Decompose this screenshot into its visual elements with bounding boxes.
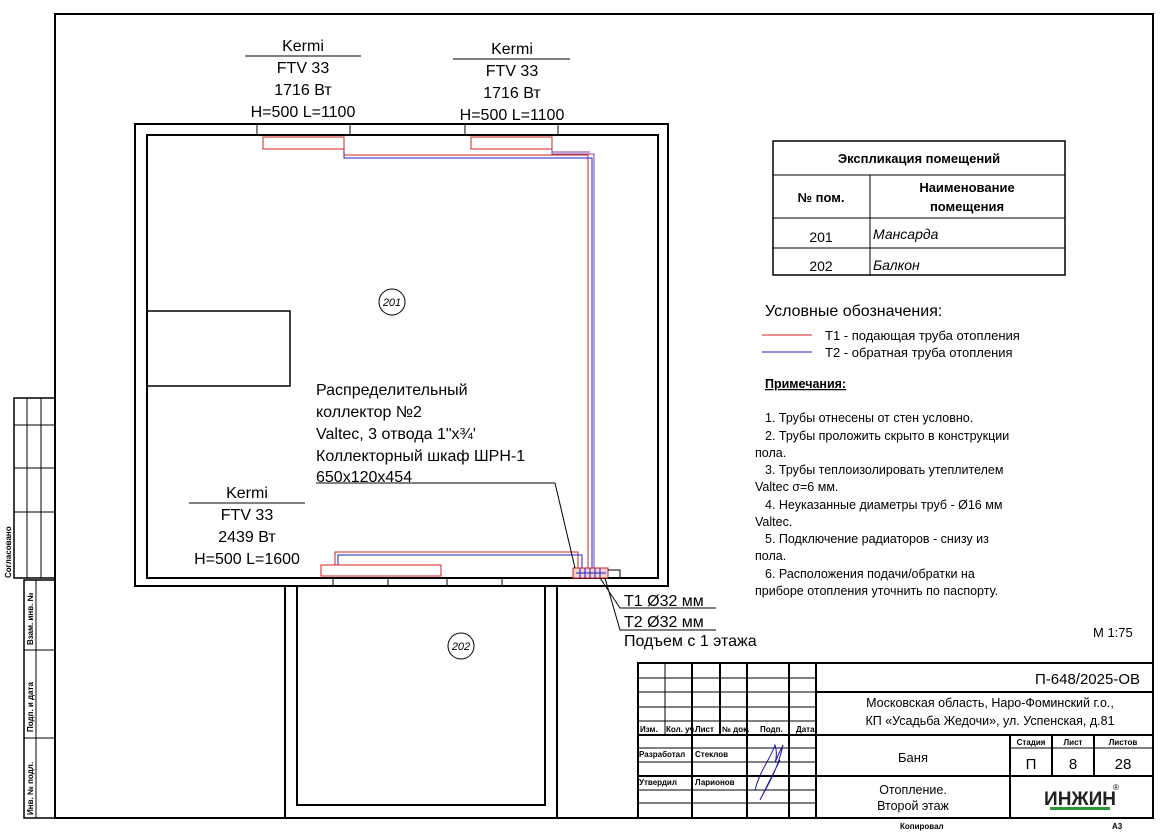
svg-text:Отопление.: Отопление. (879, 783, 947, 797)
svg-text:коллектор №2: коллектор №2 (316, 404, 422, 421)
svg-text:1716 Вт: 1716 Вт (274, 82, 332, 99)
svg-text:пола.: пола. (755, 549, 786, 563)
radiator-1 (262, 136, 345, 150)
svg-text:4. Неуказанные диаметры тр: 4. Неуказанные диаметры труб - Ø16 мм (765, 498, 1002, 512)
scale: М 1:75 (1093, 625, 1133, 640)
svg-text:Valtec, 3 отвода 1"х¾': Valtec, 3 отвода 1"х¾' (316, 426, 476, 443)
svg-text:Kermi: Kermi (282, 38, 324, 55)
radiator-2 (470, 136, 553, 150)
svg-text:помещения: помещения (930, 199, 1004, 214)
svg-text:А3: А3 (1112, 822, 1123, 831)
svg-text:5. Подключение радиаторов: 5. Подключение радиаторов - снизу из (765, 532, 989, 546)
side-agreed: Согласовано (4, 526, 13, 578)
row-name: Балкон (873, 257, 920, 273)
svg-text:Подп.: Подп. (760, 725, 783, 734)
svg-text:Утвердил: Утвердил (639, 778, 677, 787)
row-name: Мансарда (873, 226, 939, 242)
radiator-3 (320, 564, 442, 577)
legend-t1: T1 - подающая труба отопления (825, 328, 1020, 343)
svg-text:Дата: Дата (796, 725, 815, 734)
svg-text:приборе отопления уточнить по: приборе отопления уточнить по паспорту. (755, 584, 998, 598)
side-sign-date: Подп. и дата (26, 682, 35, 732)
svg-text:T2 Ø32 мм: T2 Ø32 мм (624, 614, 704, 631)
radiator-label-1: Kermi FTV 33 1716 Вт H=500 L=1100 (245, 38, 361, 121)
svg-text:Кол. уч.: Кол. уч. (666, 725, 696, 734)
svg-text:Kermi: Kermi (226, 485, 268, 502)
side-inv-repl: Взам. инв. № (26, 592, 35, 645)
title-block: Изм. Кол. уч. Лист № док. Подп. Дата Раз… (637, 662, 1154, 831)
row-num: 202 (809, 258, 833, 274)
notes: Примечания: 1. Трубы отнесены от стен ус… (755, 377, 1009, 598)
side-inv-orig: Инв. № подл. (26, 762, 35, 815)
svg-text:3. Трубы теплоизолировать: 3. Трубы теплоизолировать утеплителем (765, 463, 1003, 477)
svg-text:1. Трубы отнесены от стен: 1. Трубы отнесены от стен условно. (765, 411, 973, 425)
svg-text:H=500 L=1100: H=500 L=1100 (460, 107, 565, 124)
svg-text:Подъем с 1 этажа: Подъем с 1 этажа (624, 633, 757, 650)
svg-text:Примечания:: Примечания: (765, 377, 846, 391)
svg-text:Распределительный: Распределительный (316, 382, 468, 399)
svg-text:Московская область, Наро-Фомин: Московская область, Наро-Фоминский г.о., (866, 696, 1114, 710)
svg-text:Стадия: Стадия (1017, 738, 1046, 747)
legend-t2: T2 - обратная труба отопления (825, 345, 1013, 360)
svg-text:650х120х454: 650х120х454 (316, 469, 412, 486)
riser-label: T1 Ø32 мм T2 Ø32 мм Подъем с 1 этажа (624, 593, 757, 650)
room-marker-201 (378, 288, 406, 316)
radiator-label-2: Kermi FTV 33 1716 Вт H=500 L=1100 (453, 41, 570, 124)
svg-text:T1 Ø32 мм: T1 Ø32 мм (624, 593, 704, 610)
svg-text:Условные обозначения:: Условные обозначения: (765, 303, 942, 320)
room-202: 202 (451, 641, 470, 653)
pipe-t1 (343, 149, 589, 568)
svg-text:®: ® (1113, 783, 1119, 792)
room-marker-202 (447, 632, 475, 660)
svg-text:Баня: Баня (898, 750, 928, 765)
svg-text:КП «Усадьба Жедочи», ул. Успен: КП «Усадьба Жедочи», ул. Успенская, д.81 (865, 714, 1114, 728)
svg-text:№ док.: № док. (722, 725, 749, 734)
svg-text:Разработал: Разработал (639, 750, 685, 759)
svg-text:Ларионов: Ларионов (695, 778, 735, 787)
svg-text:FTV 33: FTV 33 (486, 63, 539, 80)
svg-text:Изм.: Изм. (640, 725, 658, 734)
svg-text:Valtec σ=6 мм.: Valtec σ=6 мм. (755, 480, 838, 494)
doc-code: П-648/2025-ОВ (1035, 671, 1140, 688)
heating-system (262, 136, 716, 631)
svg-text:Лист: Лист (1064, 738, 1083, 747)
svg-text:Kermi: Kermi (491, 41, 533, 58)
svg-text:П: П (1026, 756, 1037, 773)
signature (754, 743, 784, 801)
pipe-t2 (343, 151, 593, 568)
svg-text:Листов: Листов (1109, 738, 1138, 747)
svg-text:2. Трубы проложить скрыто: 2. Трубы проложить скрыто в конструкции (765, 429, 1009, 443)
legend: Условные обозначения: T1 - подающая труб… (762, 303, 1020, 360)
svg-text:Наименование: Наименование (919, 180, 1014, 195)
radiator-label-3: Kermi FTV 33 2439 Вт H=500 L=1600 (189, 485, 305, 568)
svg-text:Экспликация помещений: Экспликация помещений (838, 151, 1000, 166)
row-num: 201 (809, 229, 833, 245)
collector-label: Распределительный коллектор №2 Valtec, 3… (316, 382, 555, 486)
svg-text:Стеклов: Стеклов (695, 750, 728, 759)
svg-text:Лист: Лист (695, 725, 714, 734)
company-logo: ИНЖИН (1044, 789, 1116, 810)
svg-text:FTV 33: FTV 33 (277, 60, 330, 77)
svg-text:8: 8 (1069, 756, 1077, 773)
svg-text:Valtec.: Valtec. (755, 515, 792, 529)
svg-text:Второй этаж: Второй этаж (877, 799, 949, 813)
floor-plan: 201 202 (134, 123, 669, 817)
side-stamp: Согласовано Взам. инв. № Подп. и дата Ин… (4, 397, 56, 819)
svg-text:Копировал: Копировал (900, 822, 944, 831)
svg-text:пола.: пола. (755, 446, 786, 460)
svg-text:Коллекторный шкаф ШРН-1: Коллекторный шкаф ШРН-1 (316, 448, 525, 465)
svg-text:2439 Вт: 2439 Вт (218, 529, 276, 546)
svg-text:1716 Вт: 1716 Вт (483, 85, 541, 102)
svg-text:FTV 33: FTV 33 (221, 507, 274, 524)
svg-text:6. Расположения подачи/обр: 6. Расположения подачи/обратки на (765, 567, 975, 581)
explication-table: Экспликация помещений № пом. Наименовани… (772, 140, 1066, 276)
svg-text:H=500 L=1600: H=500 L=1600 (194, 551, 300, 568)
room-201: 201 (382, 297, 401, 309)
svg-text:№ пом.: № пом. (798, 190, 845, 205)
svg-text:28: 28 (1115, 756, 1132, 773)
svg-text:H=500 L=1100: H=500 L=1100 (251, 104, 356, 121)
